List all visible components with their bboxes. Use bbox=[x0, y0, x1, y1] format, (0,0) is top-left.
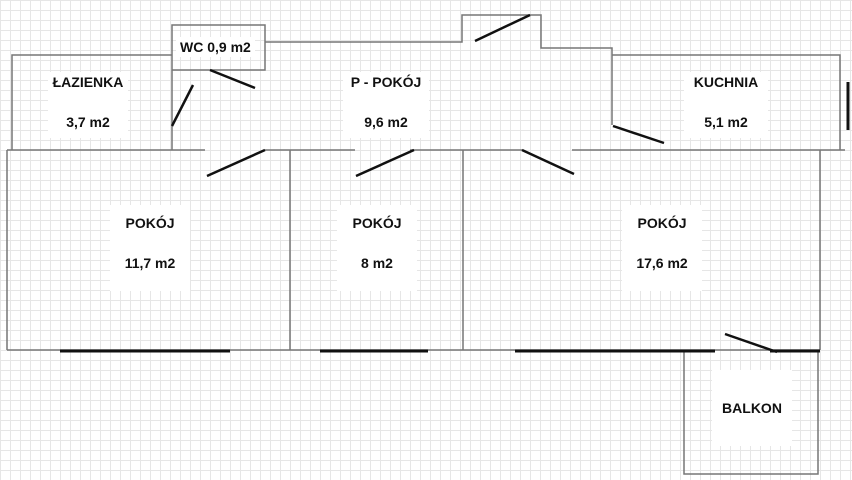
door-balcony bbox=[724, 332, 778, 354]
room-name: POKÓJ bbox=[637, 215, 687, 231]
door-room-2 bbox=[355, 148, 415, 178]
room-label-przedpokoj: P - POKÓJ 9,6 m2 bbox=[343, 72, 429, 138]
door-room-3 bbox=[521, 148, 575, 176]
balcony-wall bbox=[683, 350, 819, 475]
room-area: 9,6 m2 bbox=[364, 114, 408, 130]
room-label-pokoj-1: POKÓJ 11,7 m2 bbox=[110, 205, 190, 291]
room-label-wc: WC 0,9 m2 bbox=[176, 37, 255, 57]
room-label-balkon: BALKON bbox=[712, 370, 792, 446]
door-entrance bbox=[474, 13, 531, 43]
room-area: 3,7 m2 bbox=[66, 114, 110, 130]
wc-wall bbox=[171, 24, 266, 150]
room-name: BALKON bbox=[722, 400, 782, 416]
outer-wall-top bbox=[11, 54, 172, 150]
door-kitchen bbox=[612, 124, 665, 145]
room-label-lazienka: ŁAZIENKA 3,7 m2 bbox=[48, 72, 128, 138]
room-label-pokoj-3: POKÓJ 17,6 m2 bbox=[622, 205, 702, 291]
room-area: 5,1 m2 bbox=[704, 114, 748, 130]
door-wc bbox=[209, 68, 256, 90]
room-label-pokoj-2: POKÓJ 8 m2 bbox=[337, 205, 417, 291]
room-name: ŁAZIENKA bbox=[52, 74, 124, 90]
door-bathroom bbox=[170, 84, 195, 127]
room-name: POKÓJ bbox=[125, 215, 175, 231]
room-area: 17,6 m2 bbox=[636, 255, 688, 271]
room-area: 11,7 m2 bbox=[124, 255, 176, 271]
room-name: KUCHNIA bbox=[693, 74, 759, 90]
door-room-1 bbox=[206, 148, 266, 178]
room-name: POKÓJ bbox=[352, 215, 402, 231]
room-name: P - POKÓJ bbox=[350, 74, 422, 90]
room-area: 8 m2 bbox=[361, 255, 393, 271]
room-name: WC 0,9 m2 bbox=[180, 39, 251, 55]
hall-wall-top bbox=[265, 14, 613, 70]
room-label-kuchnia: KUCHNIA 5,1 m2 bbox=[684, 72, 768, 138]
kitchen-wall bbox=[612, 54, 841, 150]
